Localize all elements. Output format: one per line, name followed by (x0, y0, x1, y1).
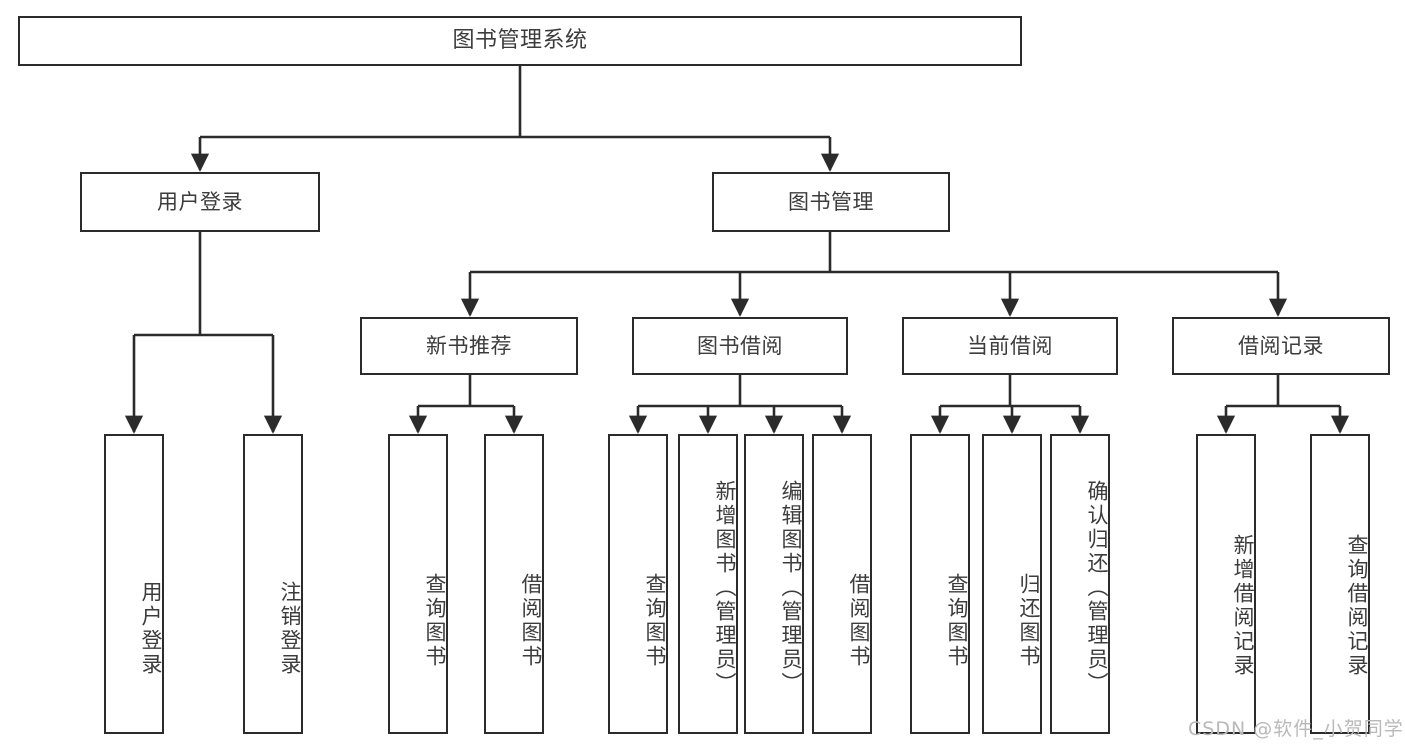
node-leaf-query-book-rec-label: 查询图书 (423, 573, 447, 669)
node-leaf-confirm-return-admin[interactable]: 确认归还（管理员） (1050, 434, 1110, 734)
node-borrow-record[interactable]: 借阅记录 (1172, 317, 1390, 375)
node-root-label: 图书管理系统 (452, 28, 588, 54)
node-book-borrow-label: 图书借阅 (697, 333, 783, 358)
node-leaf-edit-book-admin[interactable]: 编辑图书（管理员） (744, 434, 804, 734)
node-leaf-return-book[interactable]: 归还图书 (982, 434, 1042, 734)
node-leaf-user-logout-label: 注销登录 (278, 581, 302, 677)
node-book-manage-label: 图书管理 (788, 189, 874, 214)
node-leaf-query-book-borrow-label: 查询图书 (643, 573, 667, 669)
node-leaf-borrow-book-rec-label: 借阅图书 (519, 573, 543, 669)
node-leaf-borrow-book-rec[interactable]: 借阅图书 (484, 434, 544, 734)
node-leaf-confirm-return-admin-label: 确认归还（管理员） (1085, 480, 1109, 696)
node-leaf-edit-book-admin-label: 编辑图书（管理员） (779, 480, 803, 696)
node-leaf-add-book-admin-label: 新增图书（管理员） (713, 480, 737, 696)
node-leaf-user-login-label: 用户登录 (139, 581, 163, 677)
node-leaf-add-borrow-record[interactable]: 新增借阅记录 (1196, 434, 1256, 734)
node-book-manage[interactable]: 图书管理 (712, 172, 950, 232)
node-leaf-user-logout[interactable]: 注销登录 (243, 434, 303, 734)
node-leaf-query-book-rec[interactable]: 查询图书 (388, 434, 448, 734)
node-leaf-add-book-admin[interactable]: 新增图书（管理员） (678, 434, 738, 734)
node-leaf-user-login[interactable]: 用户登录 (104, 434, 164, 734)
node-user-login-label: 用户登录 (157, 189, 243, 214)
node-new-book-rec-label: 新书推荐 (426, 333, 512, 358)
node-root[interactable]: 图书管理系统 (18, 16, 1022, 66)
node-current-borrow[interactable]: 当前借阅 (902, 317, 1118, 375)
node-leaf-add-borrow-record-label: 新增借阅记录 (1231, 534, 1255, 678)
node-new-book-rec[interactable]: 新书推荐 (360, 317, 578, 375)
node-leaf-borrow-book-label: 借阅图书 (847, 573, 871, 669)
node-leaf-query-book-current[interactable]: 查询图书 (910, 434, 970, 734)
node-book-borrow[interactable]: 图书借阅 (632, 317, 848, 375)
node-leaf-return-book-label: 归还图书 (1017, 573, 1041, 669)
node-leaf-query-book-current-label: 查询图书 (945, 573, 969, 669)
node-leaf-borrow-book[interactable]: 借阅图书 (812, 434, 872, 734)
node-leaf-query-borrow-record-label: 查询借阅记录 (1345, 534, 1369, 678)
csdn-watermark: CSDN @软件_小贺同学 (1188, 718, 1404, 740)
node-user-login[interactable]: 用户登录 (80, 172, 320, 232)
node-leaf-query-borrow-record[interactable]: 查询借阅记录 (1310, 434, 1370, 734)
node-current-borrow-label: 当前借阅 (967, 333, 1053, 358)
node-leaf-query-book-borrow[interactable]: 查询图书 (608, 434, 668, 734)
node-borrow-record-label: 借阅记录 (1238, 333, 1324, 358)
